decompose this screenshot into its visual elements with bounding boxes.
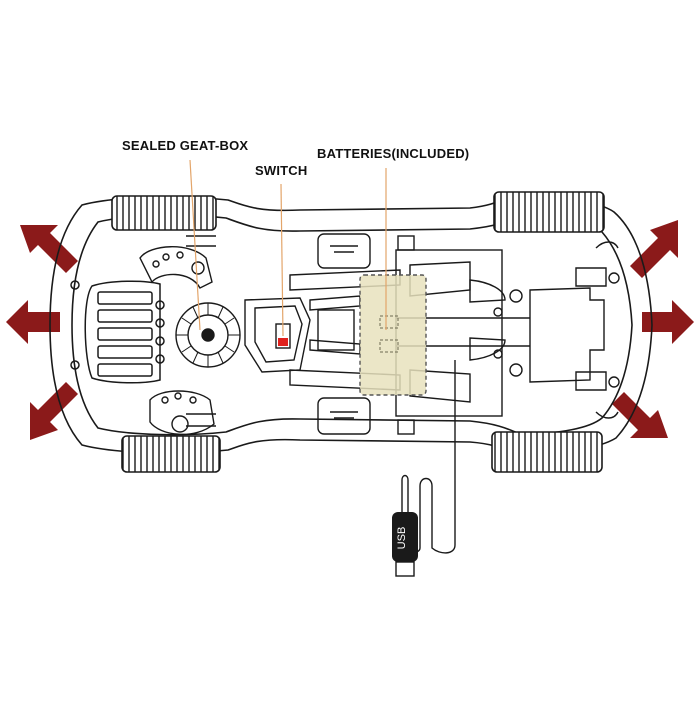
tire-rear-right xyxy=(491,431,603,473)
gear-hub xyxy=(201,328,215,342)
arrow-icon-upper-right xyxy=(630,220,678,278)
tire-front-left xyxy=(111,195,217,231)
vent-slot xyxy=(97,291,153,305)
tire-rear-left xyxy=(121,435,221,473)
leader-lines xyxy=(189,159,387,337)
body-inner-outline xyxy=(71,214,633,436)
vent-slot xyxy=(97,327,153,341)
sealed-gearbox xyxy=(175,302,241,368)
switch-slider xyxy=(278,338,288,346)
car-body xyxy=(49,195,653,455)
leader-gearbox xyxy=(189,159,201,331)
callout-switch: SWITCH xyxy=(255,163,308,178)
arrow-icon-upper-left xyxy=(20,225,78,273)
vent-slot xyxy=(97,363,153,377)
vent-slot xyxy=(97,309,153,323)
tires xyxy=(111,191,605,473)
callout-sealed-gearbox: SEALED GEAT-BOX xyxy=(122,138,249,153)
usb-label: USB xyxy=(396,527,408,550)
arrow-icon-right xyxy=(642,300,694,344)
switch-housing xyxy=(244,297,311,373)
tire-front-right xyxy=(493,191,605,233)
callout-batteries: BATTERIES(INCLUDED) xyxy=(317,146,470,161)
body-outline xyxy=(49,195,653,455)
arrow-icon-left xyxy=(6,300,60,344)
front-knuckle xyxy=(139,246,213,289)
leader-switch xyxy=(280,183,284,337)
airflow-arrows xyxy=(6,220,694,440)
front-vents xyxy=(70,280,165,384)
rear-section xyxy=(493,241,620,419)
vent-slot xyxy=(97,345,153,359)
steering-assemblies xyxy=(139,235,216,436)
usb-connector: USB xyxy=(392,512,418,577)
vent-housing xyxy=(84,280,161,384)
arrow-icon-lower-right xyxy=(612,392,668,438)
battery-pack xyxy=(359,274,427,396)
arrow-icon-lower-left xyxy=(30,382,78,440)
